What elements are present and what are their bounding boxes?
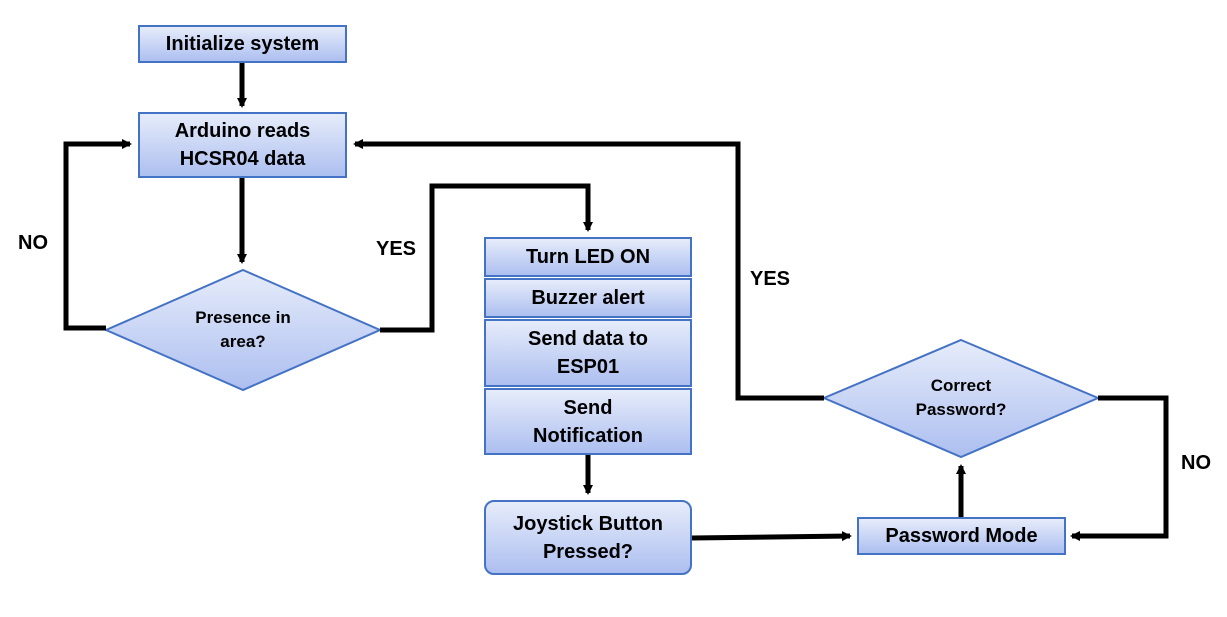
arrow-no-loop [63, 139, 132, 331]
arduino-reads-node: Arduino reads HCSR04 data [138, 112, 347, 178]
send-notification-node: Send Notification [484, 388, 692, 455]
arrow-check-no [1070, 395, 1169, 541]
initialize-system-node: Initialize system [138, 25, 347, 63]
correct-password-question: Correct Password? [915, 376, 1007, 419]
arrow-joystick-to-password [691, 531, 852, 542]
send-data-esp-node: Send data to ESP01 [484, 319, 692, 387]
yes-label-presence: YES [376, 238, 417, 260]
correct-password-diamond [821, 338, 1101, 459]
arrow-yes-to-led [380, 183, 593, 333]
presence-diamond [103, 268, 383, 392]
turn-led-on-node: Turn LED ON [484, 237, 692, 277]
presence-question: Presence in area? [195, 308, 291, 351]
yes-label-password: YES [750, 268, 791, 290]
buzzer-alert-node: Buzzer alert [484, 278, 692, 318]
no-label-right: NO [1181, 452, 1211, 474]
password-mode-node: Password Mode [857, 517, 1066, 555]
joystick-button-node: Joystick Button Pressed? [484, 500, 692, 575]
arrow-check-yes [353, 139, 824, 401]
no-label-left: NO [18, 232, 48, 254]
